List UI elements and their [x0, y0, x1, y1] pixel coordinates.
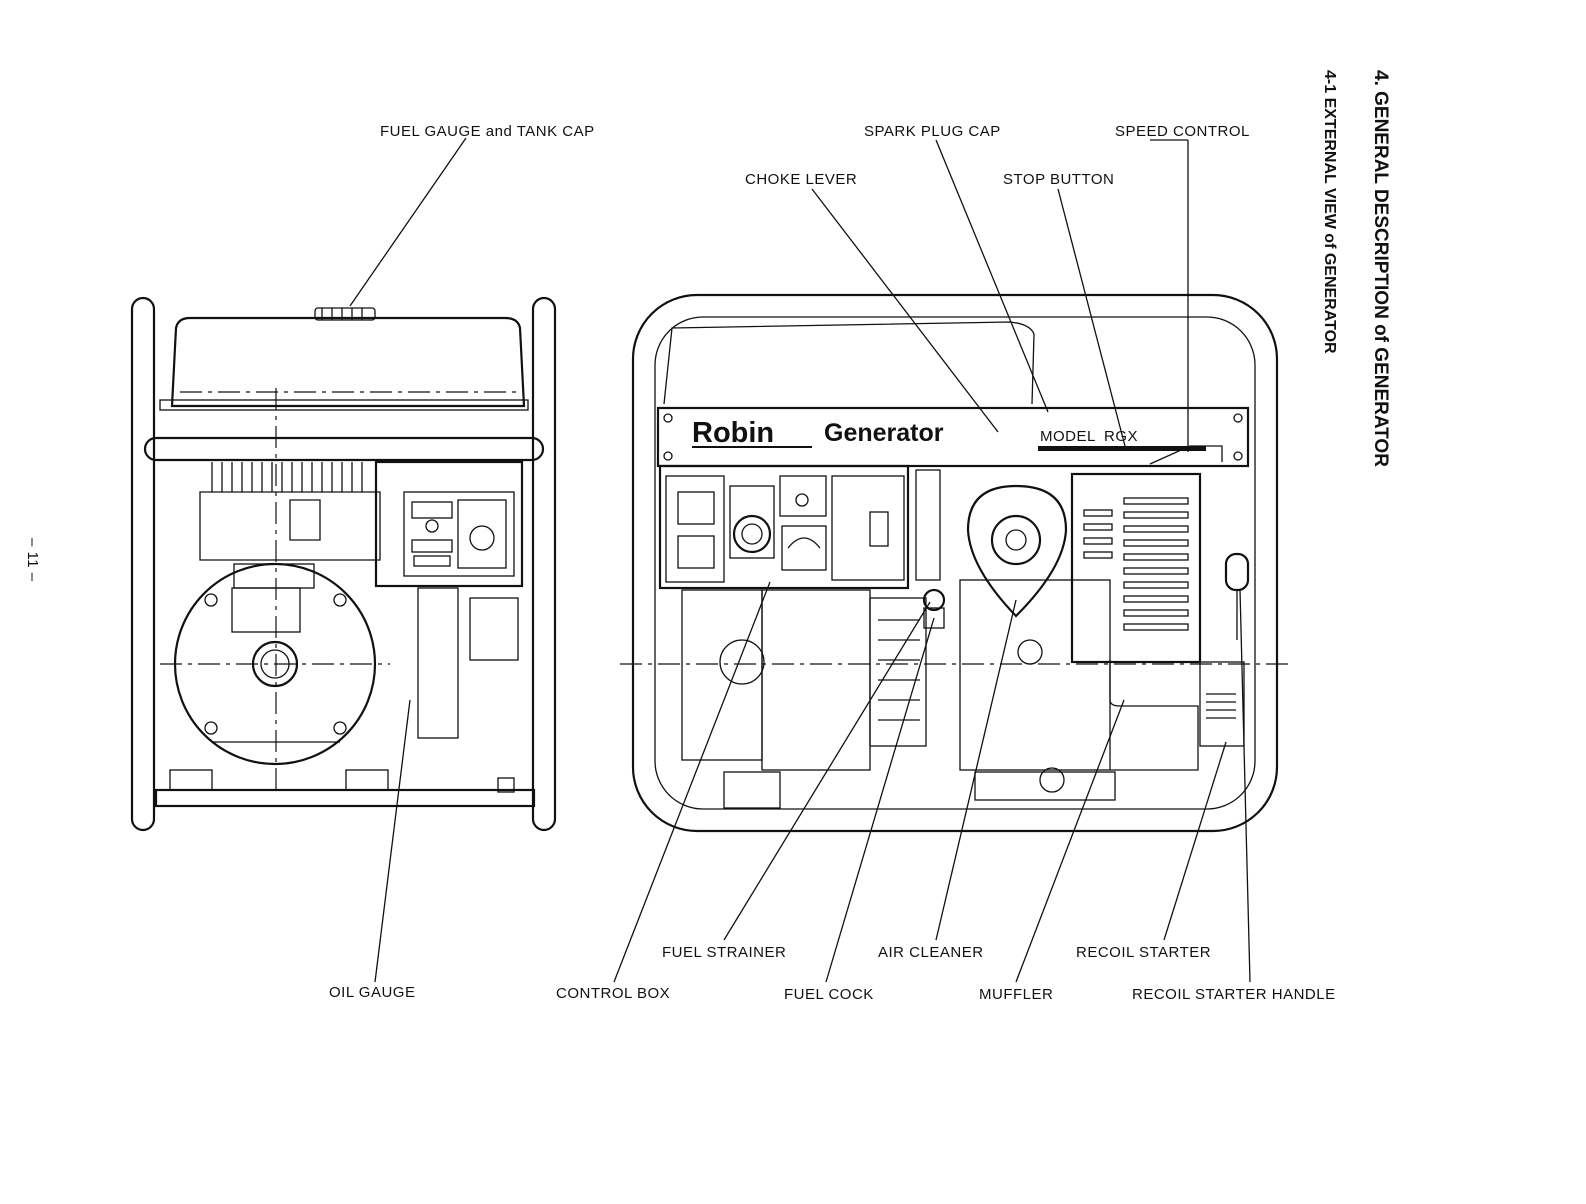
label-fuel-cock: FUEL COCK [784, 986, 874, 1003]
side-view-generator [132, 298, 555, 830]
frame-inner [655, 317, 1255, 809]
subsection-title: 4-1 EXTERNAL VIEW of GENERATOR [1321, 70, 1338, 354]
label-choke-lever: CHOKE LEVER [745, 171, 857, 188]
nameplate-model-label: MODEL [1040, 428, 1096, 445]
nameplate-brand: Robin [692, 417, 774, 449]
label-oil-gauge: OIL GAUGE [329, 984, 415, 1001]
recoil-handle-icon [1226, 554, 1248, 590]
nameplate: Robin Generator MODEL RGX [692, 417, 1138, 449]
air-cleaner-icon [968, 486, 1066, 616]
page-headings: 4. GENERAL DESCRIPTION of GENERATOR 4-1 … [24, 70, 1391, 582]
label-stop-button: STOP BUTTON [1003, 171, 1114, 188]
front-view-generator [620, 295, 1292, 831]
page-number: – 11 – [24, 538, 41, 582]
section-title: 4. GENERAL DESCRIPTION of GENERATOR [1370, 70, 1391, 467]
label-air-cleaner: AIR CLEANER [878, 944, 984, 961]
label-recoil-starter-handle: RECOIL STARTER HANDLE [1132, 986, 1336, 1003]
label-muffler: MUFFLER [979, 986, 1053, 1003]
label-fuel-gauge-tank-cap: FUEL GAUGE and TANK CAP [380, 123, 595, 140]
nameplate-model-value: RGX [1104, 428, 1138, 445]
recoil-starter-icon [1200, 662, 1244, 746]
label-speed-control: SPEED CONTROL [1115, 123, 1250, 140]
label-recoil-starter: RECOIL STARTER [1076, 944, 1211, 961]
nameplate-product: Generator [824, 419, 944, 447]
label-control-box: CONTROL BOX [556, 985, 670, 1002]
breaker-switch-icon [870, 512, 888, 546]
label-spark-plug-cap: SPARK PLUG CAP [864, 123, 1001, 140]
leader-lines [350, 138, 1250, 982]
locking-outlet-icon [734, 516, 770, 552]
label-fuel-strainer: FUEL STRAINER [662, 944, 786, 961]
